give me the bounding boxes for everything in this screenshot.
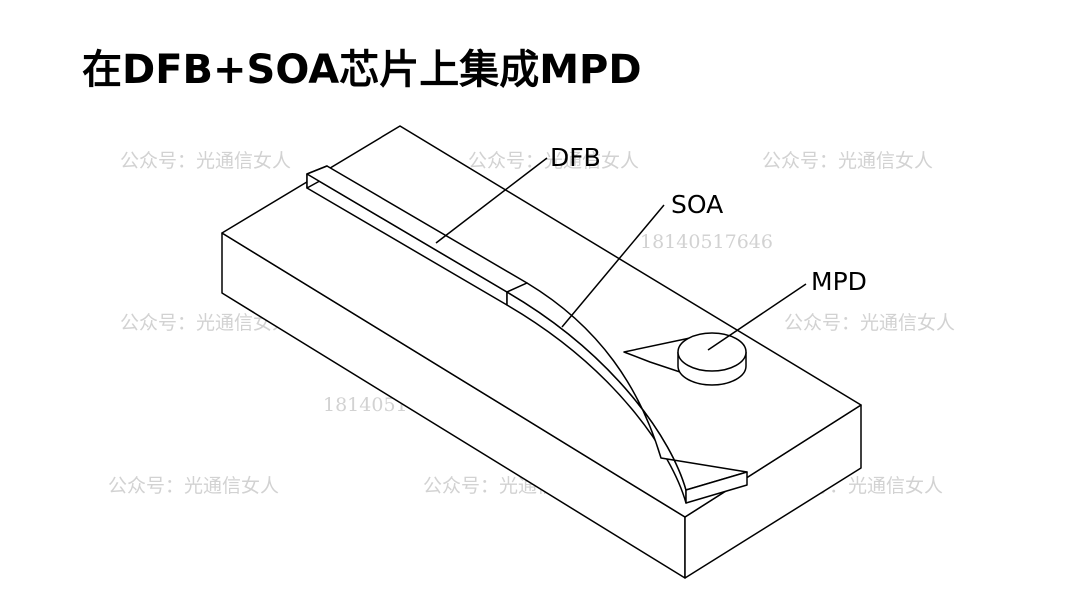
soa-waveguide: [506, 282, 748, 504]
watermark-account: 公众号：光通信女人: [120, 150, 291, 172]
watermark-account: 公众号：光通信女人: [468, 150, 639, 172]
watermark-account: 公众号：光通信女人: [784, 312, 955, 334]
watermark-account: 公众号：光通信女人: [120, 312, 291, 334]
dfb-ridge: [306, 165, 528, 306]
mpd-label: MPD: [811, 267, 867, 296]
watermark-account: 公众号：光通信女人: [762, 150, 933, 172]
mpd-structure: [623, 332, 747, 386]
watermark-account: 公众号：光通信女人: [108, 475, 279, 497]
slide-title: 在DFB+SOA芯片上集成MPD: [82, 47, 642, 93]
mpd-pad-top: [677, 332, 747, 372]
mpd-leader-line: [707, 283, 807, 351]
watermark-phone: 18140517646: [640, 231, 773, 253]
leader-lines: [435, 157, 807, 351]
soa-leader-line: [561, 204, 665, 328]
soa-waveguide-face: [685, 471, 748, 504]
dfb-label: DFB: [550, 143, 601, 172]
dfb-leader-line: [435, 157, 548, 244]
soa-label: SOA: [671, 190, 723, 219]
